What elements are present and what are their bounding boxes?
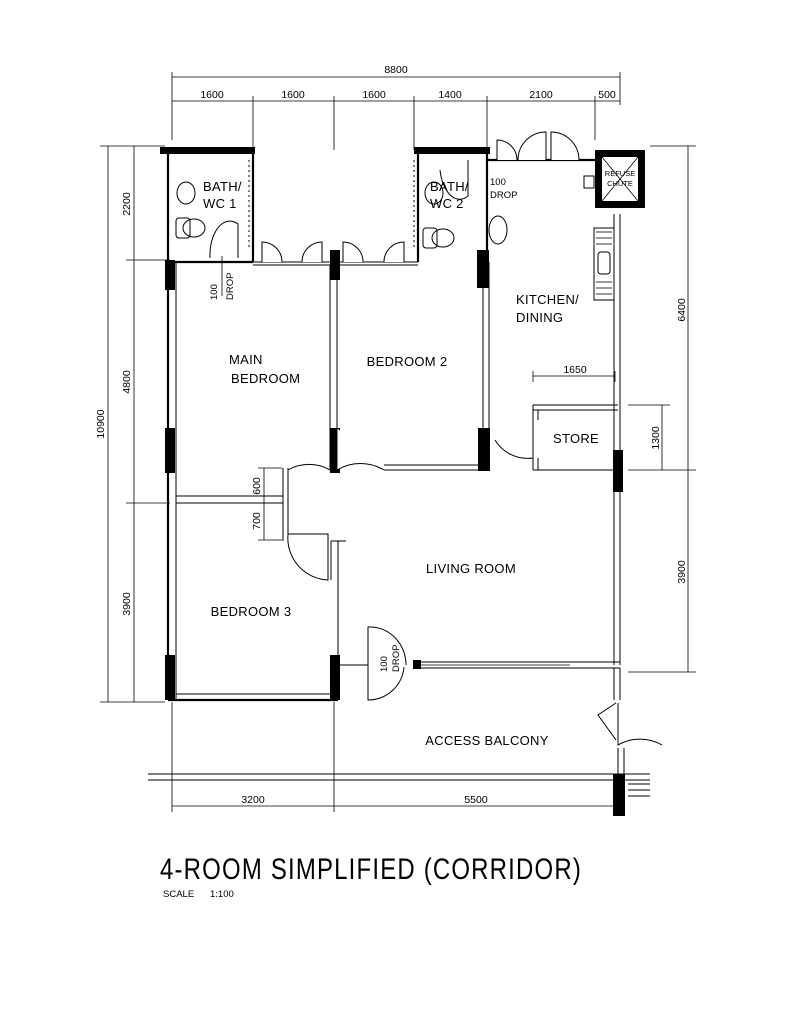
dim-store-width: 1650 xyxy=(563,364,587,376)
drop-wc1-label: DROP xyxy=(225,273,236,300)
main-bedroom-label-line2: BEDROOM xyxy=(231,371,300,386)
refuse-chute-label-2: CHUTE xyxy=(607,179,633,188)
dim-corridor-upper: 600 xyxy=(251,477,263,495)
bedroom-2-label: BEDROOM 2 xyxy=(367,354,448,369)
scale-label: SCALE xyxy=(163,889,194,900)
doors xyxy=(209,131,663,746)
dim-top-seg-4: 1400 xyxy=(438,89,462,101)
dim-right-seg-3: 3900 xyxy=(676,560,688,584)
kitchen-label-line2: DINING xyxy=(516,310,563,325)
refuse-chute xyxy=(595,150,645,208)
dim-bottom-seg-1: 3200 xyxy=(241,794,265,806)
columns xyxy=(165,250,625,816)
main-bedroom-label-line1: MAIN xyxy=(229,352,263,367)
dim-top-seg-5: 2100 xyxy=(529,89,553,101)
dim-corridor-lower: 700 xyxy=(251,512,263,530)
kitchen-label-line1: KITCHEN/ xyxy=(516,292,579,307)
drop-wc1-value: 100 xyxy=(209,284,220,300)
dim-left-total: 10900 xyxy=(95,409,107,438)
top-dimensions xyxy=(171,72,621,150)
access-balcony-label: ACCESS BALCONY xyxy=(425,733,548,748)
store-dimension xyxy=(532,371,616,382)
dim-left-seg-3: 3900 xyxy=(121,592,133,616)
drop-wc2-value: 100 xyxy=(490,177,506,188)
living-room-label: LIVING ROOM xyxy=(426,561,516,576)
bath-wc-1-label-line1: BATH/ xyxy=(203,179,242,194)
bath-wc-1-label-line2: WC 1 xyxy=(203,196,237,211)
scale-value: 1:100 xyxy=(210,889,234,900)
dim-bottom-seg-2: 5500 xyxy=(464,794,488,806)
bedroom-3-label: BEDROOM 3 xyxy=(211,604,292,619)
dim-top-seg-6: 500 xyxy=(598,89,616,101)
bottom-dimensions xyxy=(171,702,621,812)
drop-entrance-value: 100 xyxy=(379,656,390,672)
dim-left-seg-2: 4800 xyxy=(121,370,133,394)
bath-wc-2-label-line2: WC 2 xyxy=(430,196,464,211)
right-dimensions xyxy=(628,145,696,673)
dim-top-seg-2: 1600 xyxy=(281,89,305,101)
dim-top-total: 8800 xyxy=(384,64,408,76)
left-dimensions xyxy=(100,145,170,703)
dim-top-seg-1: 1600 xyxy=(200,89,224,101)
corridor-dimensions xyxy=(258,467,282,541)
dim-right-seg-2: 1300 xyxy=(650,426,662,450)
dim-top-seg-3: 1600 xyxy=(362,89,386,101)
drop-wc2-label: DROP xyxy=(490,190,517,201)
bath-wc-2-label-line1: BATH/ xyxy=(430,179,469,194)
dim-right-seg-1: 6400 xyxy=(676,298,688,322)
refuse-chute-label-1: REFUSE xyxy=(605,169,635,178)
drop-entrance-label: DROP xyxy=(391,645,402,672)
dim-left-seg-1: 2200 xyxy=(121,192,133,216)
plan-title: 4-ROOM SIMPLIFIED (CORRIDOR) xyxy=(160,853,582,886)
store-label: STORE xyxy=(553,431,599,446)
fixtures xyxy=(175,160,615,301)
